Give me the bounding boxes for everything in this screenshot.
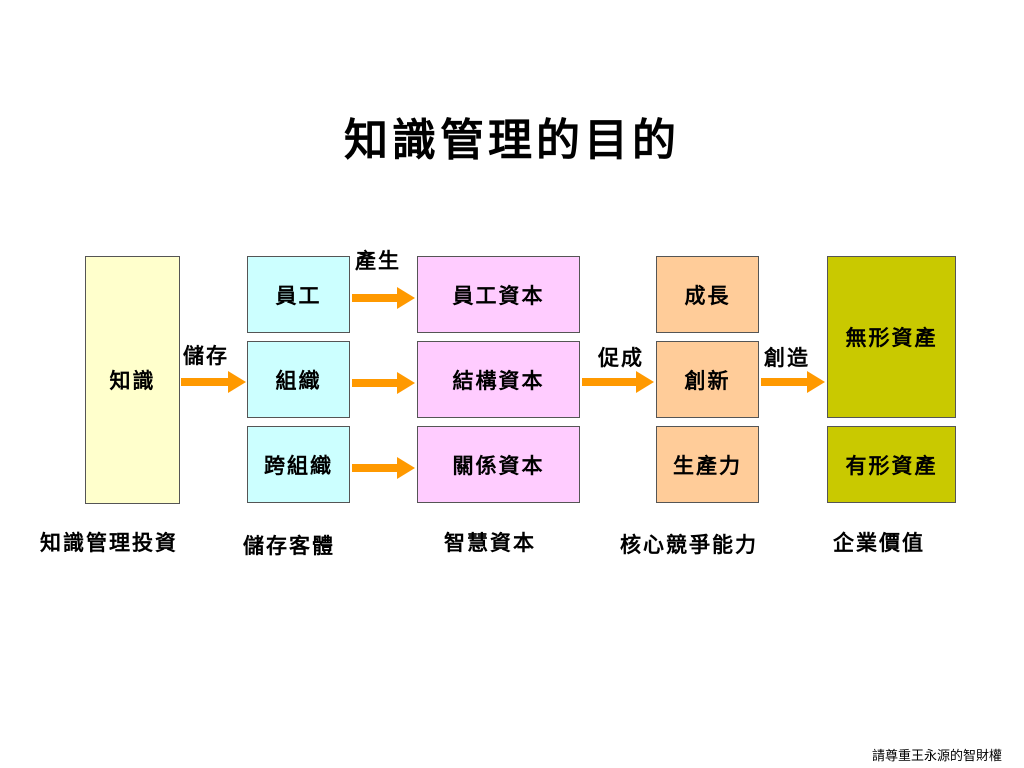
arrow-crossorg-to-relational-capital bbox=[352, 457, 415, 479]
bottom-label-enterprise-value: 企業價值 bbox=[833, 530, 925, 555]
knowledge-box: 知識 bbox=[85, 256, 180, 504]
arrow-label-store: 儲存 bbox=[183, 343, 229, 368]
knowledge-label: 知識 bbox=[109, 368, 156, 393]
capital-label: 結構資本 bbox=[452, 367, 545, 393]
arrow-knowledge-to-carriers bbox=[181, 371, 246, 393]
intangible-assets-label: 無形資產 bbox=[845, 325, 938, 350]
carrier-box-employee: 員工 bbox=[247, 256, 350, 333]
page-title: 知識管理的目的 bbox=[344, 115, 680, 166]
arrow-label-generate: 產生 bbox=[355, 248, 401, 273]
carrier-label: 跨組織 bbox=[264, 452, 333, 478]
arrow-label-create: 創造 bbox=[764, 345, 810, 370]
carrier-box-organization: 組織 bbox=[247, 341, 350, 418]
capital-box-employee: 員工資本 bbox=[417, 256, 580, 333]
arrow-capabilities-to-value bbox=[761, 371, 825, 393]
capability-label: 生產力 bbox=[673, 452, 742, 478]
tangible-assets-label: 有形資產 bbox=[845, 452, 938, 478]
carrier-box-cross-organization: 跨組織 bbox=[247, 426, 350, 503]
arrow-capital-to-capabilities bbox=[582, 371, 654, 393]
arrow-employee-to-employee-capital bbox=[352, 287, 415, 309]
capability-box-productivity: 生產力 bbox=[656, 426, 759, 503]
carrier-label: 員工 bbox=[275, 282, 322, 308]
bottom-label-storage-object: 儲存客體 bbox=[243, 533, 335, 558]
tangible-assets-box: 有形資產 bbox=[827, 426, 956, 503]
arrow-organization-to-structural-capital bbox=[352, 372, 415, 394]
footer-copyright: 請尊重王永源的智財權 bbox=[871, 749, 1002, 764]
capability-box-growth: 成長 bbox=[656, 256, 759, 333]
capital-box-relational: 關係資本 bbox=[417, 426, 580, 503]
bottom-label-intellectual-capital: 智慧資本 bbox=[444, 530, 536, 555]
arrow-label-promote: 促成 bbox=[598, 345, 644, 370]
capital-box-structural: 結構資本 bbox=[417, 341, 580, 418]
bottom-label-core-competence: 核心競爭能力 bbox=[620, 532, 758, 557]
carrier-label: 組織 bbox=[275, 367, 322, 393]
intangible-assets-box: 無形資產 bbox=[827, 256, 956, 418]
capital-label: 關係資本 bbox=[452, 452, 545, 478]
capital-label: 員工資本 bbox=[452, 282, 545, 308]
capability-label: 創新 bbox=[684, 367, 731, 393]
capability-box-innovation: 創新 bbox=[656, 341, 759, 418]
capability-label: 成長 bbox=[684, 282, 731, 308]
bottom-label-km-investment: 知識管理投資 bbox=[40, 530, 178, 555]
